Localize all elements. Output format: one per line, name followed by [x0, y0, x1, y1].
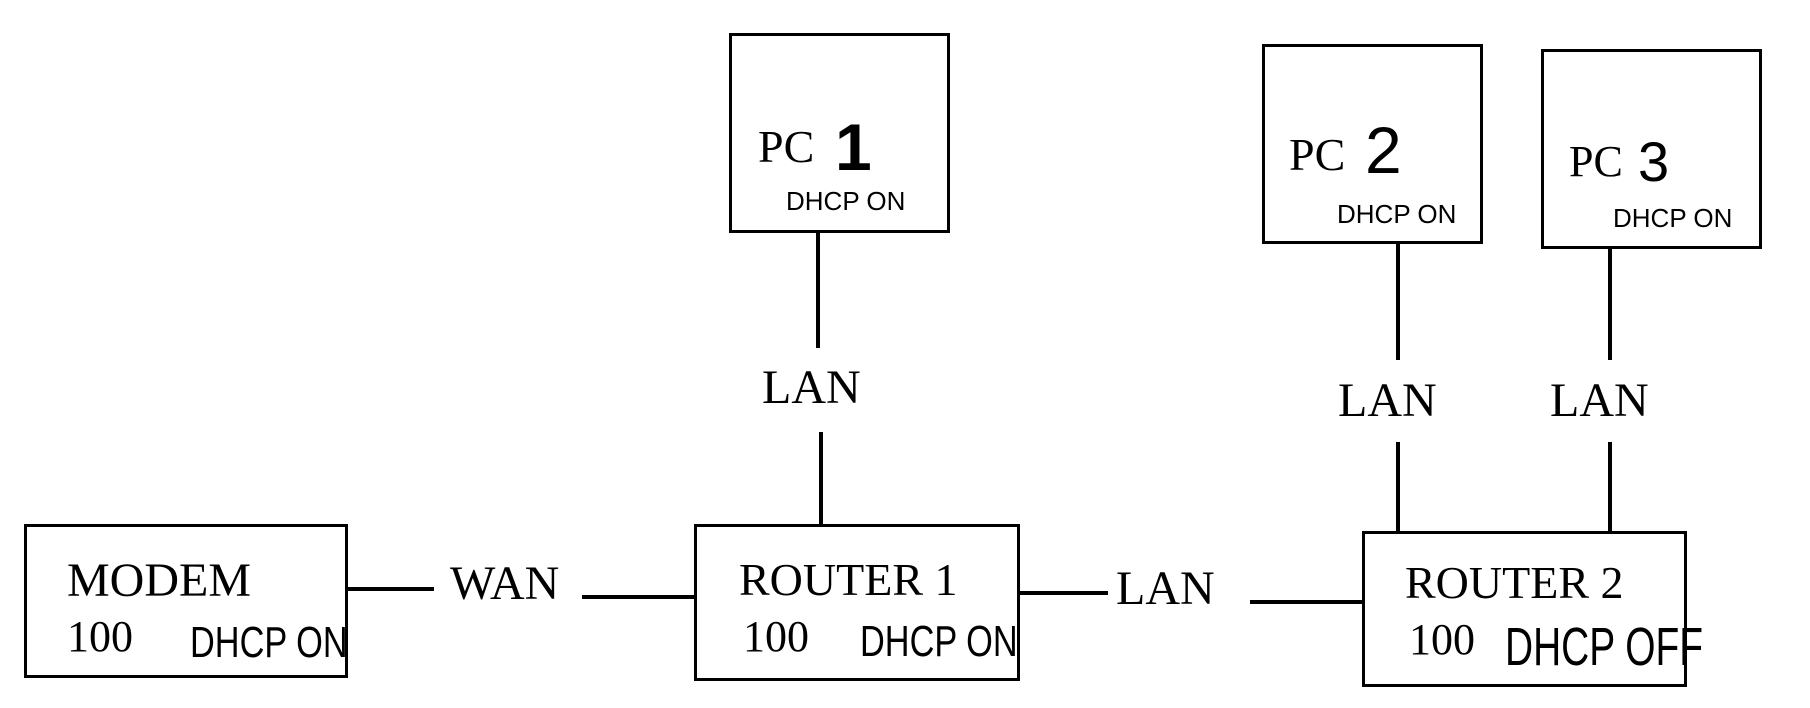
pc3-label: PC: [1569, 140, 1623, 184]
link-pc3-router2-bottom: [1608, 442, 1612, 534]
link-pc2-router2-top: [1396, 244, 1400, 360]
link-modem-router1-right: [582, 595, 694, 599]
pc1-node: PC 1 DHCP ON: [729, 33, 950, 233]
link-label-lan-pc1: LAN: [762, 361, 861, 414]
pc3-node: PC 3 DHCP ON: [1541, 49, 1762, 249]
router1-dhcp-status: DHCP ON: [860, 617, 1018, 666]
pc1-prefix: PC: [758, 121, 815, 172]
link-label-lan-pc3: LAN: [1550, 374, 1649, 427]
modem-dhcp-status: DHCP ON: [190, 618, 348, 667]
pc3-prefix: PC: [1569, 137, 1623, 186]
router2-value: 100: [1409, 615, 1475, 664]
link-pc2-router2-bottom: [1396, 442, 1400, 534]
link-pc1-router1-bottom: [819, 432, 823, 526]
router2-dhcp-status: DHCP OFF: [1505, 617, 1704, 677]
link-pc1-router1-top: [816, 233, 820, 348]
modem-title: MODEM: [67, 554, 252, 607]
pc3-dhcp-status: DHCP ON: [1613, 203, 1733, 233]
router1-value: 100: [743, 612, 809, 661]
router2-node: ROUTER 2 100 DHCP OFF: [1362, 531, 1703, 687]
pc1-number: 1: [835, 110, 872, 184]
pc1-dhcp-status: DHCP ON: [786, 186, 906, 216]
link-label-lan-pc2: LAN: [1338, 374, 1437, 427]
link-label-wan: WAN: [450, 557, 560, 610]
link-router1-router2-right: [1250, 600, 1366, 604]
modem-node: MODEM 100 DHCP ON: [24, 524, 348, 678]
link-router1-router2-left: [1018, 591, 1108, 595]
link-pc3-router2-top: [1608, 244, 1612, 360]
router1-node: ROUTER 1 100 DHCP ON: [694, 524, 1020, 681]
pc2-dhcp-status: DHCP ON: [1337, 199, 1457, 229]
pc2-number: 2: [1365, 113, 1402, 187]
pc2-prefix: PC: [1289, 129, 1346, 180]
pc2-label: PC: [1289, 132, 1345, 178]
link-label-lan-router1-router2: LAN: [1116, 562, 1215, 615]
pc3-number: 3: [1638, 130, 1670, 193]
pc1-label: PC: [758, 124, 814, 170]
router1-title: ROUTER 1: [739, 554, 958, 605]
link-modem-router1-left: [348, 587, 434, 591]
pc2-node: PC 2 DHCP ON: [1262, 44, 1483, 244]
modem-value: 100: [67, 612, 133, 661]
router2-title: ROUTER 2: [1405, 557, 1624, 608]
